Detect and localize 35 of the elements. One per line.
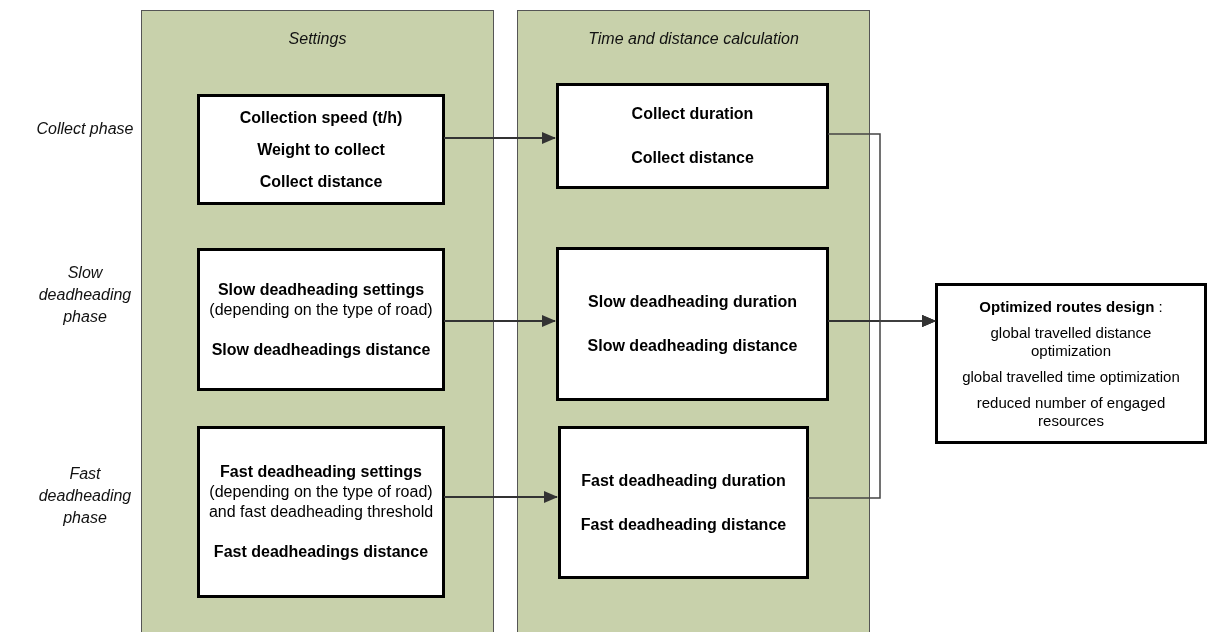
process-box — [197, 94, 445, 205]
box-text: Fast deadheading settings (depending on the type of road) and fast deadheading threshold — [208, 462, 434, 522]
box-text: Slow deadheading duration — [588, 292, 797, 312]
process-box — [197, 426, 445, 598]
column-panel — [141, 10, 494, 632]
panel-heading: Time and distance calculation — [588, 29, 799, 49]
process-box — [197, 248, 445, 391]
arrow — [443, 132, 556, 144]
box-text: Collection speed (t/h) — [239, 107, 403, 128]
arrow — [443, 491, 558, 503]
panel-heading: Settings — [288, 29, 347, 49]
box-text: reduced number of engaged resources — [975, 393, 1167, 430]
box-text: Weight to collect — [257, 139, 385, 160]
phase-label: Slow deadheading phase — [37, 263, 133, 327]
box-text: Fast deadheadings distance — [213, 542, 429, 562]
box-text: Fast deadheading distance — [580, 514, 787, 535]
phase-label: Fast deadheading phase — [37, 464, 133, 528]
process-box — [556, 247, 829, 401]
box-text: Slow deadheading settings (depending on the type of road) — [208, 279, 434, 320]
box-text: Slow deadheading distance — [587, 336, 798, 356]
process-box — [558, 426, 809, 579]
box-text: Collect distance — [259, 171, 383, 192]
process-box — [935, 283, 1207, 444]
arrow — [443, 315, 556, 327]
phase-label: Collect phase — [35, 119, 135, 139]
box-text: Slow deadheadings distance — [211, 339, 431, 360]
column-panel — [517, 10, 870, 632]
box-text: Collect distance — [631, 148, 754, 168]
process-box — [556, 83, 829, 189]
box-text: global travelled time optimization — [962, 367, 1180, 386]
box-text: Fast deadheading duration — [581, 470, 786, 491]
box-text: Collect duration — [631, 104, 754, 124]
arrow — [807, 315, 936, 499]
box-text: global travelled distance optimization — [989, 323, 1153, 360]
box-heading: Optimized routes design : — [979, 297, 1163, 316]
